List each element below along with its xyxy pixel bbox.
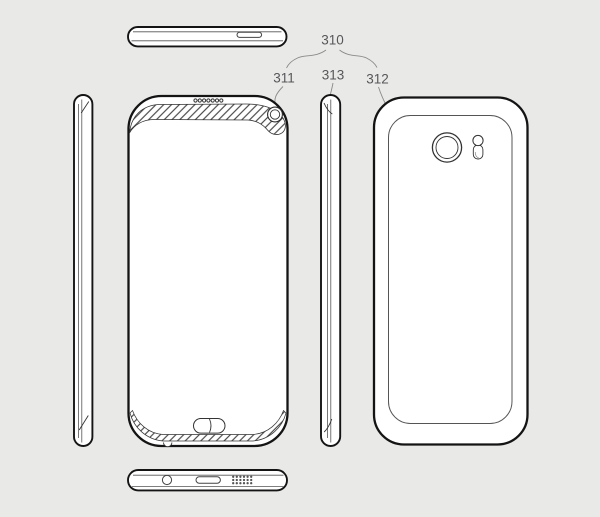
home-button-pill <box>193 418 226 434</box>
rear-outline <box>372 96 529 446</box>
flash-body <box>472 144 484 160</box>
grille-dot <box>235 475 238 478</box>
left-side-outline <box>73 94 94 447</box>
top-bezel-hatch-band <box>129 103 286 135</box>
front-view <box>127 94 289 448</box>
grille-dot <box>239 475 242 478</box>
grille-dot <box>250 478 253 482</box>
grille-dot <box>242 478 246 482</box>
flash-body-shading <box>474 151 479 159</box>
rear-panel-inner-outline <box>388 115 513 424</box>
ref-label-left: 311 <box>273 71 295 86</box>
leader-line-313 <box>330 82 334 95</box>
grille-dot <box>242 482 246 485</box>
grille-dot <box>250 475 253 478</box>
speaker-hole <box>206 98 211 103</box>
front-camera-lens <box>269 109 281 120</box>
speaker-hole <box>197 98 202 103</box>
grille-dot <box>250 482 253 485</box>
receiver-speaker-holes <box>193 98 224 103</box>
rear-camera-ring <box>431 132 463 163</box>
grille-dot <box>232 482 235 485</box>
grille-dot <box>239 482 242 485</box>
ref-label-center: 313 <box>322 68 345 83</box>
speaker-hole <box>214 98 220 103</box>
flash-lens <box>472 134 484 147</box>
grille-dot <box>246 482 249 485</box>
top-corner-accent <box>323 102 333 115</box>
ref-label-right: 312 <box>366 72 389 87</box>
front-outline <box>127 94 289 448</box>
bottom-corner-accent <box>78 415 89 431</box>
top-corner-accent <box>80 101 90 114</box>
grille-dot <box>232 475 235 478</box>
top-edge-view <box>127 26 288 48</box>
left-side-view <box>73 94 94 447</box>
speaker-hole <box>193 98 198 103</box>
speaker-hole <box>210 98 215 103</box>
bottom-corner-accent <box>323 418 333 433</box>
grille-dot <box>232 478 235 482</box>
speaker-grille <box>232 475 253 485</box>
rear-camera <box>431 132 463 163</box>
brace-left-curve <box>286 49 327 69</box>
speaker-hole <box>219 98 224 103</box>
sim-tray-slot <box>236 31 263 38</box>
brace-right-curve <box>339 49 378 68</box>
ref-label-group: 310 <box>321 33 344 48</box>
grille-dot <box>242 475 246 478</box>
usb-port <box>195 476 221 484</box>
flash-module <box>472 134 484 160</box>
rear-view <box>372 96 529 446</box>
grille-dot <box>235 478 238 482</box>
microphone-notch <box>163 442 173 448</box>
grille-dot <box>246 475 249 478</box>
top-edge-outline <box>127 26 288 48</box>
bottom-bezel-hatch-band <box>129 409 287 442</box>
speaker-hole <box>202 98 207 103</box>
grille-dot <box>239 478 242 482</box>
grille-dot <box>235 482 238 485</box>
front-camera <box>267 106 283 123</box>
home-button <box>193 418 226 434</box>
middle-side-view <box>320 94 342 447</box>
home-button-divider <box>209 418 212 433</box>
grille-dot <box>246 478 249 482</box>
bottom-edge-view <box>127 469 288 492</box>
front-camera-ring <box>267 106 283 123</box>
headphone-jack <box>161 474 173 486</box>
rear-camera-lens <box>435 136 459 159</box>
